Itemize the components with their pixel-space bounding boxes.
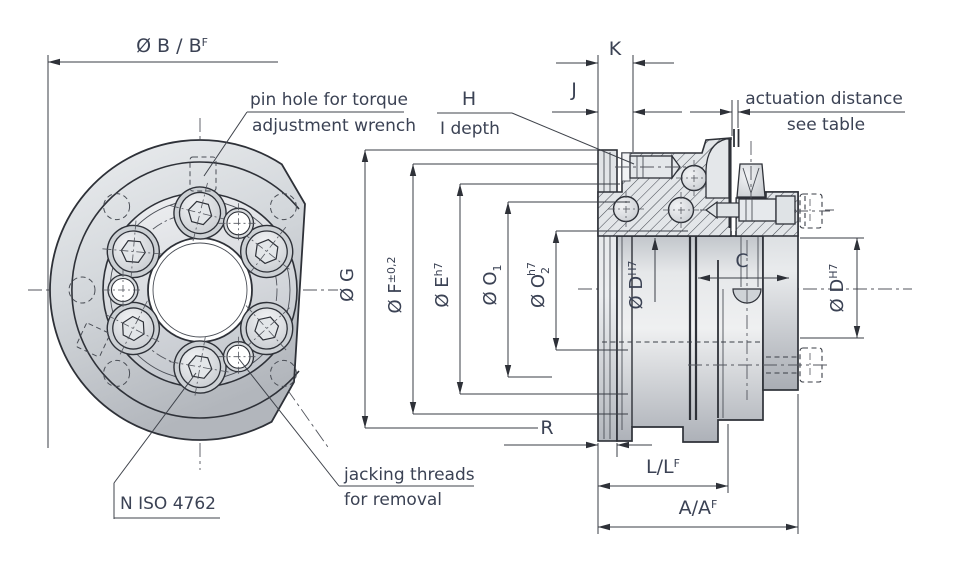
hidden-pocket-outline xyxy=(75,322,111,358)
dim-o2: Ø O2h7 xyxy=(525,230,688,351)
annotations: pin hole for torque adjustment wrench ja… xyxy=(113,90,475,519)
dim-r: R xyxy=(504,417,652,457)
flange-ring-edge xyxy=(71,161,300,419)
dim-j-label: J xyxy=(570,79,577,101)
rocker-piece xyxy=(705,138,730,199)
dim-r-label: R xyxy=(540,417,553,439)
actuation-note-line1: actuation distance xyxy=(745,89,903,109)
dim-a: A/AF xyxy=(598,394,799,534)
dim-g-label: Ø G xyxy=(337,268,358,302)
screw-standard-note: N ISO 4762 xyxy=(113,372,220,519)
dim-f-label: Ø F±0,2 xyxy=(385,257,406,314)
pin-hole-note-line1: pin hole for torque xyxy=(250,90,408,110)
jacking-threads-note: jacking threads for removal xyxy=(238,358,475,510)
pin-hole-note-line2: adjustment wrench xyxy=(252,116,416,136)
center-bore xyxy=(147,237,253,343)
dim-a-label: A/AF xyxy=(679,497,718,519)
jacking-note-line2: for removal xyxy=(344,490,442,510)
actuation-note-line2: see table xyxy=(787,115,865,135)
dim-b-label: Ø B / BF xyxy=(136,35,208,57)
dim-j: J xyxy=(552,79,682,116)
dim-d-flange-label: Ø DH7 xyxy=(827,263,848,312)
dim-l: L/LF xyxy=(597,424,729,534)
dim-actuation: actuation distance see table xyxy=(690,89,905,136)
pin-hole-hidden-outline xyxy=(189,156,217,192)
center-bore-chamfer xyxy=(152,242,248,338)
dim-l-label: L/LF xyxy=(646,456,680,478)
ball-elements xyxy=(608,160,712,228)
section-view xyxy=(578,129,912,443)
dim-d-flange: Ø DH7 xyxy=(800,237,864,339)
pin-hole-note: pin hole for torque adjustment wrench xyxy=(203,90,416,177)
jacking-note-line1: jacking threads xyxy=(343,465,475,485)
dim-h-label: H xyxy=(462,88,476,110)
dim-o1: Ø O1 xyxy=(480,201,630,378)
air-gap xyxy=(731,140,736,231)
dim-e: Ø Eh7 xyxy=(432,183,628,395)
dim-b: Ø B / BF xyxy=(47,35,278,448)
dim-d-bore: Ø DH7 xyxy=(626,238,659,310)
dim-e-label: Ø Eh7 xyxy=(432,262,453,307)
hidden-cap-screw-bottom xyxy=(688,347,830,383)
hidden-cap-screw-top xyxy=(794,193,830,229)
dim-d-bore-label: Ø DH7 xyxy=(626,260,647,309)
dim-f: Ø F±0,2 xyxy=(385,163,628,415)
front-view xyxy=(28,118,338,470)
dim-i-label: I depth xyxy=(440,119,500,139)
set-screw xyxy=(615,152,695,182)
dimensions: Ø B / BF K J actuation dista xyxy=(47,35,905,534)
screw-standard-label: N ISO 4762 xyxy=(120,494,216,514)
pressure-cone xyxy=(736,141,766,206)
dim-c-label: C xyxy=(735,250,748,272)
dim-h-i: H I depth xyxy=(437,88,635,165)
dim-o2-label: Ø O2h7 xyxy=(525,262,552,308)
dim-g: Ø G xyxy=(337,149,598,429)
dim-o1-label: Ø O1 xyxy=(480,264,504,305)
dim-c: C xyxy=(698,250,789,282)
dim-k-label: K xyxy=(609,38,622,60)
dim-k: K xyxy=(556,38,674,152)
